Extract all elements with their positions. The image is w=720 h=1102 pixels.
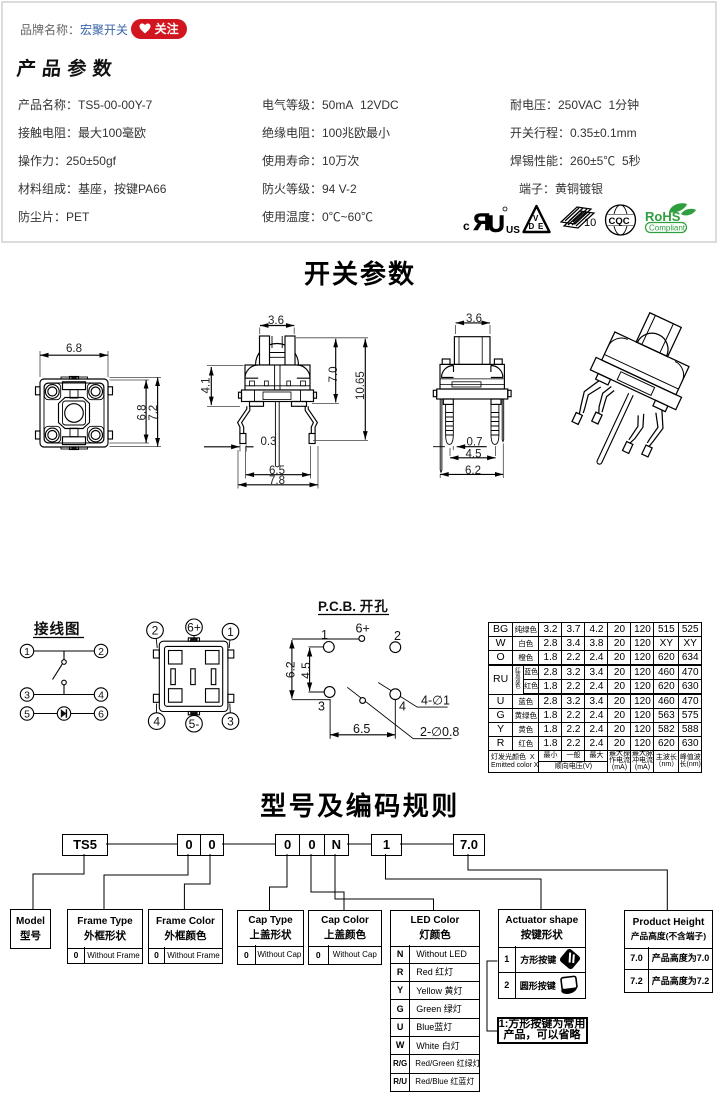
- svg-text:2-∅0.8: 2-∅0.8: [420, 725, 459, 739]
- svg-text:10: 10: [584, 217, 596, 229]
- svg-text:1: 1: [24, 646, 30, 658]
- svg-text:4-∅1: 4-∅1: [421, 694, 450, 708]
- svg-text:接线图: 接线图: [34, 620, 81, 638]
- svg-text:4.5: 4.5: [466, 449, 482, 461]
- svg-text:P.C.B. 开孔: P.C.B. 开孔: [318, 599, 389, 614]
- svg-text:2: 2: [152, 624, 159, 638]
- svg-text:0.7: 0.7: [467, 437, 483, 449]
- svg-text:Compliant: Compliant: [649, 224, 686, 233]
- svg-text:2: 2: [98, 646, 104, 658]
- svg-text:4: 4: [153, 714, 160, 728]
- svg-text:c: c: [463, 219, 470, 233]
- svg-text:4: 4: [399, 700, 406, 714]
- svg-text:US: US: [506, 225, 520, 236]
- svg-text:1: 1: [321, 628, 328, 642]
- svg-text:6.8: 6.8: [137, 405, 149, 421]
- svg-text:6+: 6+: [356, 622, 370, 636]
- svg-text:5: 5: [24, 708, 30, 720]
- svg-text:R: R: [473, 209, 490, 236]
- svg-text:E: E: [538, 222, 544, 231]
- svg-text:6: 6: [98, 708, 104, 720]
- svg-text:6+: 6+: [187, 621, 201, 635]
- svg-text:3: 3: [24, 689, 30, 701]
- svg-text:6.2: 6.2: [465, 465, 481, 477]
- svg-text:0.3: 0.3: [261, 436, 277, 448]
- svg-text:4.5: 4.5: [299, 662, 313, 679]
- svg-text:4.1: 4.1: [200, 378, 212, 394]
- svg-text:3: 3: [318, 700, 325, 714]
- svg-text:RoHS: RoHS: [645, 209, 681, 224]
- svg-text:V: V: [533, 214, 539, 223]
- svg-text:3: 3: [227, 714, 234, 728]
- svg-text:7.0: 7.0: [328, 367, 340, 383]
- svg-text:5-: 5-: [189, 717, 200, 731]
- svg-text:2: 2: [394, 629, 401, 643]
- svg-text:D: D: [529, 222, 535, 231]
- svg-text:6.5: 6.5: [353, 722, 370, 736]
- svg-text:4: 4: [98, 689, 104, 701]
- svg-text:6.8: 6.8: [66, 343, 82, 355]
- svg-text:U: U: [488, 211, 505, 238]
- svg-text:6.2: 6.2: [284, 661, 298, 678]
- svg-text:1: 1: [227, 625, 234, 639]
- svg-text:CQC: CQC: [609, 216, 630, 227]
